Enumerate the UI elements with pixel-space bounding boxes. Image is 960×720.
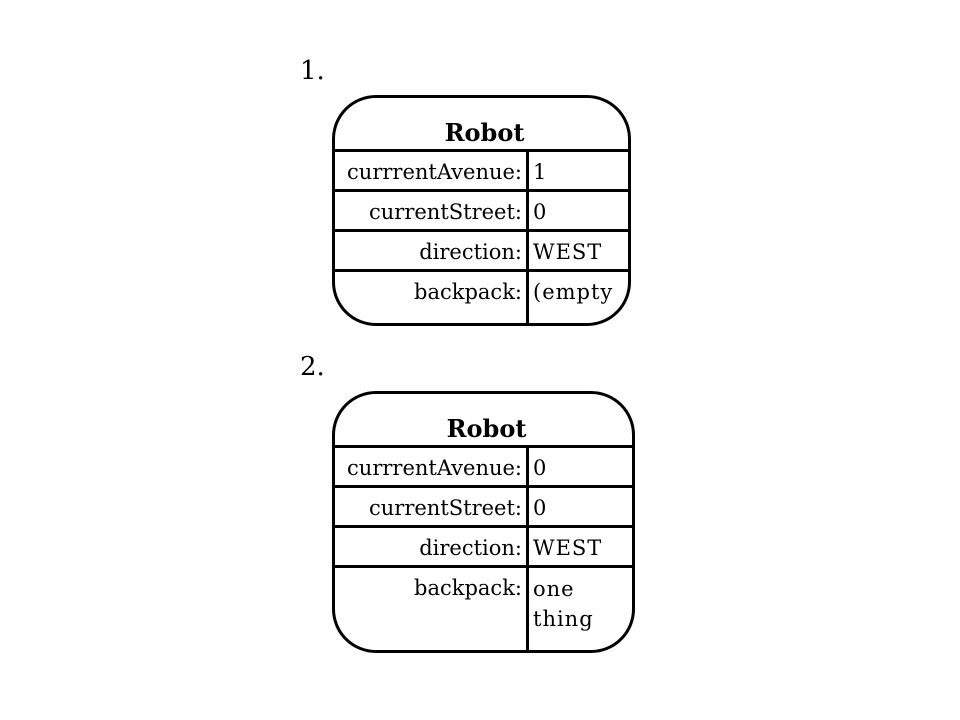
- field-name: currentStreet:: [335, 192, 529, 229]
- robot-object-card-2: Robot currrentAvenue: 0 currentStreet: 0…: [332, 391, 635, 653]
- field-name: currrentAvenue:: [335, 448, 529, 485]
- field-row-direction: direction: WEST: [335, 232, 628, 272]
- field-value: WEST: [533, 240, 603, 264]
- field-name: backpack:: [335, 272, 529, 323]
- field-name: backpack:: [335, 568, 529, 650]
- field-row-backpack: backpack: one thing: [335, 568, 632, 650]
- field-name: direction:: [335, 528, 529, 565]
- card-title: Robot: [335, 98, 628, 152]
- field-value: (empty: [533, 280, 614, 304]
- field-row-avenue: currrentAvenue: 0: [335, 448, 632, 488]
- card-title: Robot: [335, 394, 632, 448]
- field-name: currentStreet:: [335, 488, 529, 525]
- field-row-direction: direction: WEST: [335, 528, 632, 568]
- field-value: 1: [533, 160, 548, 184]
- field-value: 0: [533, 496, 548, 520]
- field-value: WEST: [533, 536, 603, 560]
- diagram-label-2: 2.: [300, 352, 325, 382]
- field-row-avenue: currrentAvenue: 1: [335, 152, 628, 192]
- card-fields: currrentAvenue: 0 currentStreet: 0 direc…: [335, 448, 632, 650]
- field-row-street: currentStreet: 0: [335, 488, 632, 528]
- diagram-label-1: 1.: [300, 56, 325, 86]
- field-row-backpack: backpack: (empty: [335, 272, 628, 323]
- field-row-street: currentStreet: 0: [335, 192, 628, 232]
- field-value: 0: [533, 456, 548, 480]
- field-name: direction:: [335, 232, 529, 269]
- field-value: one thing: [533, 577, 594, 631]
- field-value: 0: [533, 200, 548, 224]
- field-name: currrentAvenue:: [335, 152, 529, 189]
- card-fields: currrentAvenue: 1 currentStreet: 0 direc…: [335, 152, 628, 323]
- robot-object-card-1: Robot currrentAvenue: 1 currentStreet: 0…: [332, 95, 631, 326]
